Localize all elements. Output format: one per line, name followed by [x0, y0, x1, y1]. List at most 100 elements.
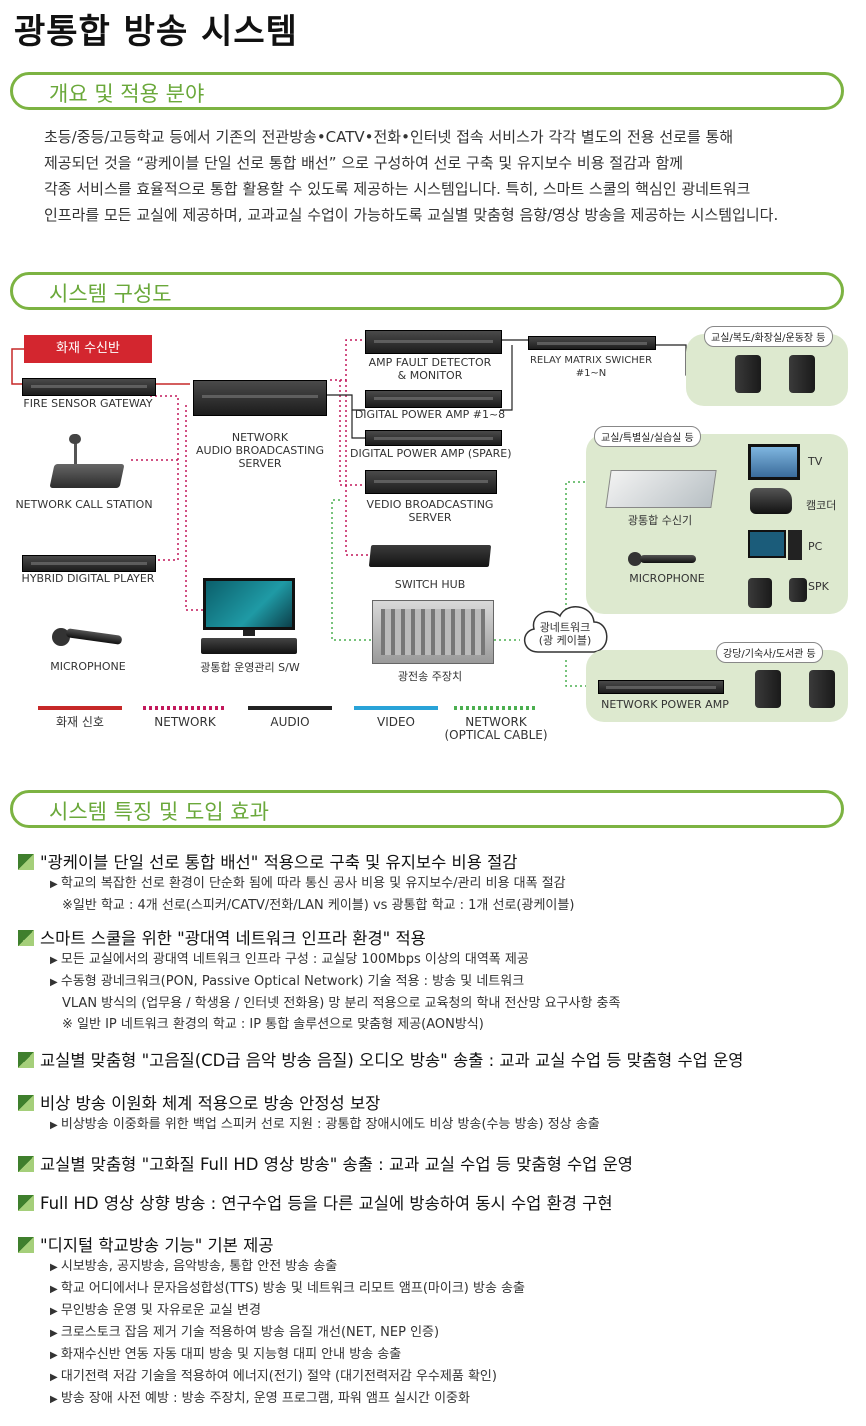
- feature-item: 스마트 스쿨을 위한 "광대역 네트워크 인프라 환경" 적용모든 교실에서의 …: [18, 925, 858, 1035]
- legend-swatch-audio: [248, 706, 332, 710]
- video-server-device: [365, 470, 497, 494]
- feature-bullet: 무인방송 운영 및 자유로운 교실 변경: [18, 1300, 858, 1322]
- speaker-icon: [735, 355, 761, 393]
- legend-swatch-video: [354, 706, 438, 710]
- operating-sw-monitor: [201, 578, 297, 656]
- feature-note: ※ 일반 IP 네트워크 환경의 학교 : IP 통합 솔루션으로 맞춤형 제공…: [62, 1017, 484, 1032]
- feature-heading: 스마트 스쿨을 위한 "광대역 네트워크 인프라 환경" 적용: [18, 925, 858, 949]
- feature-item: "디지털 학교방송 기능" 기본 제공시보방송, 공지방송, 음악방송, 통합 …: [18, 1232, 858, 1410]
- section-title: 시스템 구성도: [49, 282, 172, 306]
- section-config-header: 시스템 구성도: [10, 272, 844, 310]
- speaker-icon: [789, 578, 807, 602]
- legend-label: 화재 신호: [56, 715, 104, 729]
- feature-heading: 교실별 맞춤형 "고음질(CD급 음악 방송 음질) 오디오 방송" 송출 : …: [18, 1047, 858, 1071]
- feature-note: ※일반 학교 : 4개 선로(스피커/CATV/전화/LAN 케이블) vs 광…: [62, 898, 575, 913]
- feature-item: 교실별 맞춤형 "고화질 Full HD 영상 방송" 송출 : 교과 교실 수…: [18, 1151, 858, 1175]
- speaker-icon: [748, 578, 772, 608]
- legend-swatch-optical: [454, 706, 538, 710]
- cloud-label: 광네트워크 (광 케이블): [538, 621, 592, 647]
- legend-label: NETWORK: [154, 715, 216, 729]
- fire-sensor-gateway-device: [22, 378, 156, 396]
- feature-bullet: 학교의 복잡한 선로 환경이 단순화 됨에 따라 통신 공사 비용 및 유지보수…: [18, 873, 858, 895]
- cloud-icon: [524, 606, 608, 653]
- legend-swatch-fire: [38, 706, 122, 710]
- digital-amp-label: DIGITAL POWER AMP #1~8: [354, 408, 506, 421]
- zone1-tag: 교실/복도/화장실/운동장 등: [704, 326, 833, 347]
- feature-bullet: 비상방송 이중화를 위한 백업 스피커 선로 지원 : 광통합 장애시에도 비상…: [18, 1114, 858, 1136]
- microphone-right-label: MICROPHONE: [629, 572, 705, 585]
- network-power-amp-device: [598, 680, 724, 694]
- feature-bullet: 시보방송, 공지방송, 음악방송, 통합 안전 방송 송출: [18, 1256, 858, 1278]
- tv-icon: [748, 444, 800, 480]
- digital-player-label: HYBRID DIGITAL PLAYER: [21, 572, 155, 585]
- feature-bullet: 대기전력 저감 기술을 적용하여 에너지(전기) 절약 (대기전력저감 우수제품…: [18, 1366, 858, 1388]
- feature-bullet: 화재수신반 연동 자동 대피 방송 및 지능형 대피 안내 방송 송출: [18, 1344, 858, 1366]
- receiver-device: [605, 470, 717, 508]
- video-server-label: VEDIO BROADCASTING SERVER: [366, 498, 494, 524]
- legend-label: AUDIO: [270, 715, 310, 729]
- speaker-icon: [809, 670, 835, 708]
- feature-item: Full HD 영상 상향 방송 : 연구수업 등을 다른 교실에 방송하여 동…: [18, 1190, 858, 1214]
- zone2-tag: 교실/특별실/실습실 등: [594, 426, 701, 447]
- intro-line: 초등/중등/고등학교 등에서 기존의 전관방송•CATV•전화•인터넷 접속 서…: [44, 128, 734, 146]
- microphone-left-label: MICROPHONE: [50, 660, 126, 673]
- feature-heading: 비상 방송 이원화 체계 적용으로 방송 안정성 보장: [18, 1090, 858, 1114]
- page-title: 광통합 방송 시스템: [14, 12, 298, 52]
- legend-swatch-network: [143, 706, 227, 710]
- feature-heading: "디지털 학교방송 기능" 기본 제공: [18, 1232, 858, 1256]
- feature-bullet: 방송 장애 사전 예방 : 방송 주장치, 운영 프로그램, 파워 앰프 실시간…: [18, 1388, 858, 1410]
- feature-bullet: 학교 어디에서나 문자음성합성(TTS) 방송 및 네트워크 리모트 앰프(마이…: [18, 1278, 858, 1300]
- switch-hub-label: SWITCH HUB: [394, 578, 466, 591]
- feature-bullet: 모든 교실에서의 광대역 네트워크 인프라 구성 : 교실당 100Mbps 이…: [18, 949, 858, 971]
- audio-server-device: [193, 380, 327, 416]
- feature-item: 교실별 맞춤형 "고음질(CD급 음악 방송 음질) 오디오 방송" 송출 : …: [18, 1047, 858, 1071]
- network-power-amp-label: NETWORK POWER AMP: [601, 698, 729, 711]
- section-features-header: 시스템 특징 및 도입 효과: [10, 790, 844, 828]
- relay-matrix-device: [528, 336, 656, 350]
- digital-amp-spare-device: [365, 430, 502, 446]
- optical-device: [372, 600, 494, 664]
- receiver-label: 광통합 수신기: [627, 514, 693, 527]
- pc-label: PC: [808, 540, 823, 553]
- feature-heading: Full HD 영상 상향 방송 : 연구수업 등을 다른 교실에 방송하여 동…: [18, 1190, 858, 1214]
- pc-icon: [748, 530, 802, 560]
- fire-panel: 화재 수신반: [24, 335, 152, 363]
- feature-item: 비상 방송 이원화 체계 적용으로 방송 안정성 보장비상방송 이중화를 위한 …: [18, 1090, 858, 1136]
- optical-device-label: 광전송 주장치: [397, 670, 463, 683]
- digital-amp-spare-label: DIGITAL POWER AMP (SPARE): [350, 447, 512, 460]
- feature-note: VLAN 방식의 (업무용 / 학생용 / 인터넷 전화용) 망 분리 적용으로…: [62, 996, 621, 1011]
- microphone-icon: [628, 552, 698, 568]
- intro-line: 인프라를 모든 교실에 제공하며, 교과교실 수업이 가능하도록 교실별 맞춤형…: [44, 206, 779, 224]
- zone3-tag: 강당/기숙사/도서관 등: [716, 642, 823, 663]
- amp-fault-device: [365, 330, 502, 354]
- microphone-icon: [52, 620, 123, 650]
- feature-bullet: 수동형 광네크워크(PON, Passive Optical Network) …: [18, 971, 858, 993]
- amp-fault-label: AMP FAULT DETECTOR & MONITOR: [368, 356, 492, 382]
- section-overview-header: 개요 및 적용 분야: [10, 72, 844, 110]
- feature-heading: "광케이블 단일 선로 통합 배선" 적용으로 구축 및 유지보수 비용 절감: [18, 849, 858, 873]
- call-station-device: [44, 434, 125, 490]
- call-station-label: NETWORK CALL STATION: [15, 498, 153, 511]
- feature-bullet: 크로스토크 잡음 제거 기술 적용하여 방송 음질 개선(NET, NEP 인증…: [18, 1322, 858, 1344]
- intro-text: 초등/중등/고등학교 등에서 기존의 전관방송•CATV•전화•인터넷 접속 서…: [44, 124, 844, 228]
- section-title: 시스템 특징 및 도입 효과: [49, 800, 269, 824]
- legend-label: NETWORK (OPTICAL CABLE): [444, 715, 548, 742]
- optical-network-cloud: 광네트워크 (광 케이블): [516, 596, 614, 662]
- camcorder-label: 캠코더: [806, 499, 837, 512]
- digital-player-device: [22, 555, 156, 572]
- feature-heading: 교실별 맞춤형 "고화질 Full HD 영상 방송" 송출 : 교과 교실 수…: [18, 1151, 858, 1175]
- intro-line: 제공되던 것을 “광케이블 단일 선로 통합 배선” 으로 구성하여 선로 구축…: [44, 154, 684, 172]
- switch-hub-device: [368, 545, 492, 567]
- tv-label: TV: [808, 455, 823, 468]
- fire-gateway-label: FIRE SENSOR GATEWAY: [23, 397, 153, 410]
- speaker-icon: [789, 355, 815, 393]
- section-title: 개요 및 적용 분야: [49, 82, 205, 106]
- intro-line: 각종 서비스를 효율적으로 통합 활용할 수 있도록 제공하는 시스템입니다. …: [44, 180, 751, 198]
- operating-sw-label: 광통합 운영관리 S/W: [200, 661, 300, 674]
- legend-label: VIDEO: [376, 715, 415, 729]
- relay-matrix-label: RELAY MATRIX SWICHER #1~N: [529, 355, 653, 379]
- audio-server-label: NETWORK AUDIO BROADCASTING SERVER: [196, 431, 324, 470]
- camcorder-icon: [750, 488, 792, 514]
- feature-item: "광케이블 단일 선로 통합 배선" 적용으로 구축 및 유지보수 비용 절감학…: [18, 849, 858, 916]
- spk-label: SPK: [808, 580, 829, 593]
